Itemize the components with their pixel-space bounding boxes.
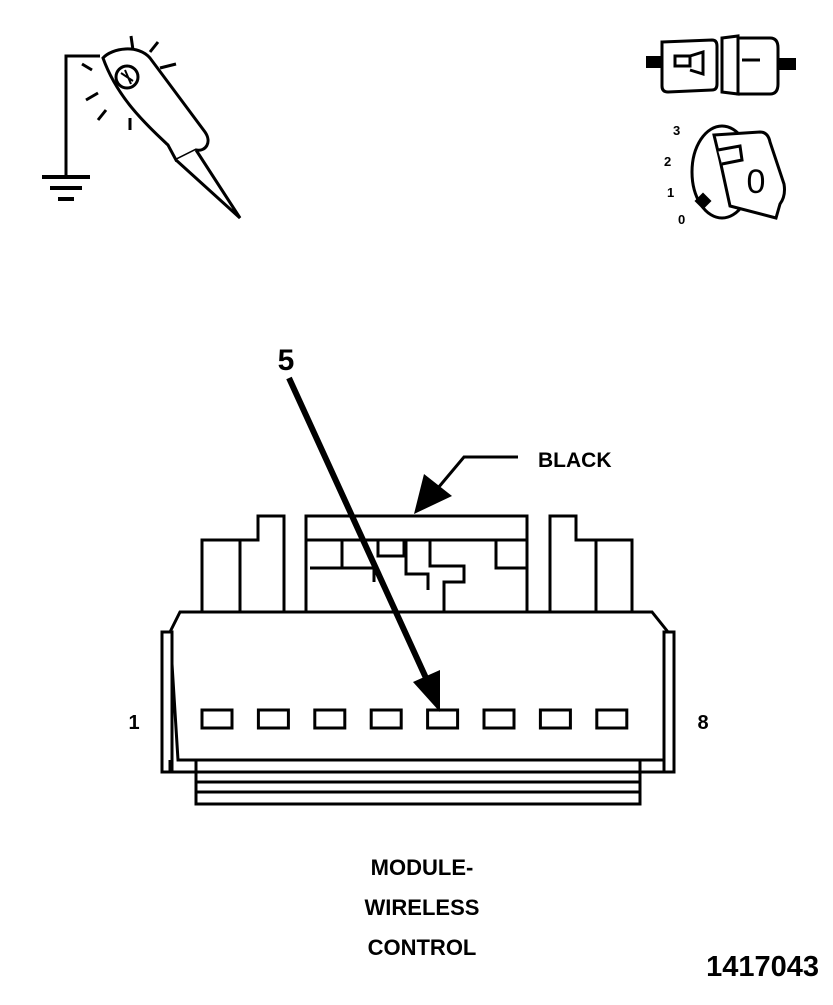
cavity-5 [426,708,460,730]
key-position-1: 1 [667,185,674,200]
cavity-3 [313,708,347,730]
pin-label-last: 8 [697,712,708,734]
component-label-line-2: WIRELESS [364,895,480,920]
connector-cavities [200,708,629,730]
ignition-key-icon: 3 2 1 0 0 [664,123,786,227]
component-label-line-1: MODULE- [370,855,474,880]
cavity-7 [538,708,572,730]
key-symbol: 0 [747,163,766,201]
key-position-3: 3 [673,123,680,138]
cavity-1 [200,708,234,730]
connector-color-label: BLACK [538,449,612,472]
figure-number: 1417043 [706,951,819,983]
cavity-6 [482,708,516,730]
key-position-2: 2 [664,154,671,169]
cavity-2 [256,708,290,730]
pin-callout-arrow: 5 [278,344,440,712]
pin-label-first: 1 [128,712,139,734]
callout-number: 5 [278,344,295,377]
cavity-8 [595,708,629,730]
connector-color-callout: BLACK [414,449,612,514]
cavity-4 [369,708,403,730]
disconnected-connector-icon [646,34,796,96]
key-position-0: 0 [678,212,685,227]
component-label-line-3: CONTROL [367,935,477,960]
test-light-ground-icon [42,35,242,220]
